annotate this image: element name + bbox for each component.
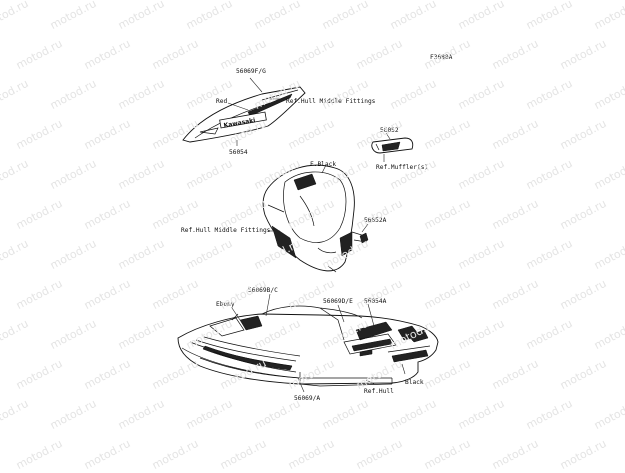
label-56052: 56052 <box>380 127 399 134</box>
label-ebony: Ebony <box>216 301 235 308</box>
label-56054: 56054 <box>229 149 248 156</box>
label-56069de: 56069D/E <box>323 298 353 305</box>
label-ref-mufflers: Ref.Muffler(s) <box>376 164 428 171</box>
label-56054a: 56054A <box>364 298 387 305</box>
top-cover-decal[interactable]: Kawasaki <box>182 86 306 143</box>
leader-56052a <box>361 223 369 233</box>
leader-56052 <box>385 132 391 140</box>
leader-f-black <box>321 164 327 174</box>
leader-red <box>227 102 249 111</box>
label-red: Red <box>216 98 227 105</box>
leader-56069de <box>337 304 345 323</box>
label-ref-hull-middle-mid: Ref.Hull Middle Fittings <box>181 227 271 234</box>
label-56052a: 56052A <box>364 217 387 224</box>
leader-56069bc <box>265 293 271 317</box>
label-f-black: F.Black <box>310 161 336 168</box>
label-56069bc: 56069B/C <box>248 287 278 294</box>
leader-ref-hull <box>365 379 375 385</box>
label-black: Black <box>405 379 424 386</box>
kawasaki-logo-decal <box>219 111 267 129</box>
leader-56069a <box>297 377 305 393</box>
label-56069a: 56069/A <box>294 395 320 402</box>
leader-ebony <box>231 307 241 321</box>
label-ref-hull-middle-top: Ref.Hull Middle Fittings <box>286 98 376 105</box>
figure-code: F3680A <box>430 54 453 61</box>
muffler-decal[interactable] <box>371 137 414 154</box>
leader-56054a <box>367 303 375 327</box>
hull-middle-fitting[interactable] <box>262 164 369 273</box>
label-ref-hull: Ref.Hull <box>364 388 394 395</box>
hull-decal-set[interactable] <box>177 305 439 387</box>
label-56069fg: 56069F/G <box>236 68 266 75</box>
leader-56069fg <box>249 77 263 93</box>
leader-black <box>401 363 406 375</box>
